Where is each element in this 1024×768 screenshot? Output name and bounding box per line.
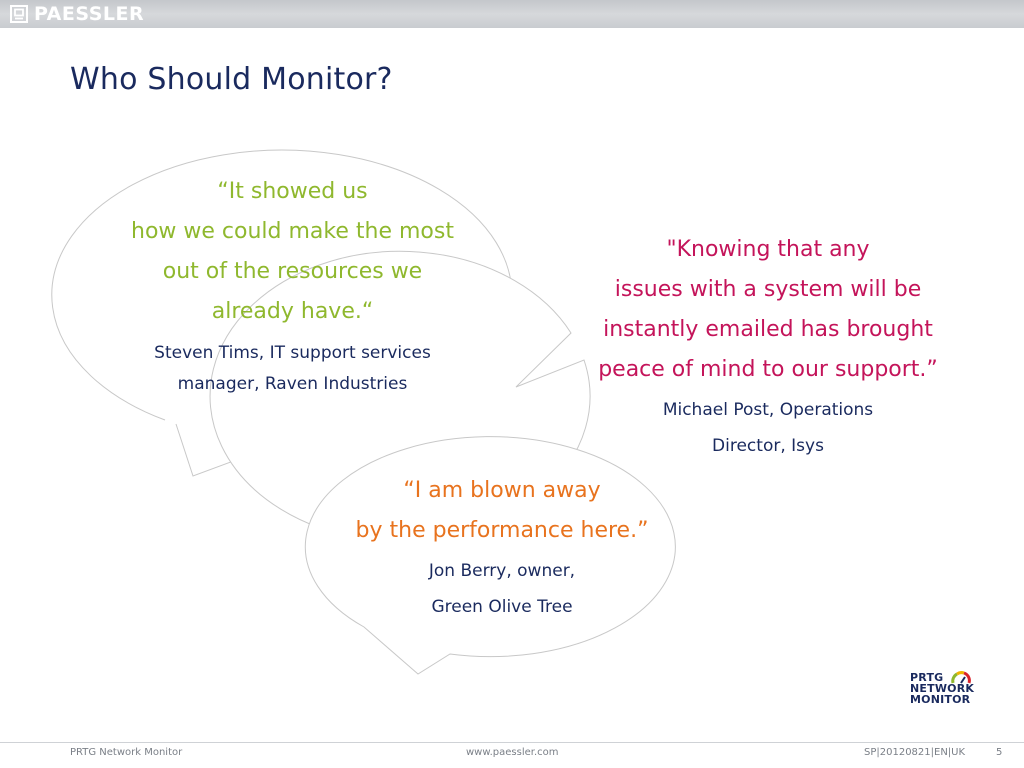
attribution: Steven Tims, IT support services manager… (90, 338, 495, 400)
attribution: Jon Berry, owner, Green Olive Tree (322, 553, 682, 625)
attribution-line: manager, Raven Industries (177, 374, 408, 394)
paessler-square-icon (10, 5, 28, 23)
logo-line: PRTG (910, 671, 944, 684)
paessler-brand: PAESSLER (10, 2, 144, 26)
logo-line: NETWORK (910, 682, 975, 695)
attribution-line: Jon Berry, owner, (428, 561, 576, 581)
quote-line: out of the resources we (162, 259, 423, 284)
page-number: 5 (996, 747, 1003, 758)
testimonial-3: “I am blown away by the performance here… (322, 471, 682, 625)
quote-line: “I am blown away (403, 478, 601, 503)
attribution-line: Green Olive Tree (431, 597, 573, 617)
footer-website-link[interactable]: www.paessler.com (466, 747, 559, 758)
brand-name: PAESSLER (34, 3, 145, 25)
prtg-network-monitor-logo: PRTG NETWORK MONITOR (910, 668, 980, 710)
testimonial-2: "Knowing that any issues with a system w… (568, 230, 968, 464)
speech-bubble-3 (304, 436, 676, 675)
prtg-logo-text: PRTG NETWORK MONITOR (910, 672, 974, 705)
testimonial-1: “It showed us how we could make the most… (90, 172, 495, 400)
page-title: Who Should Monitor? (70, 62, 393, 97)
footer-divider (0, 742, 1024, 743)
quote-line: issues with a system will be (614, 277, 922, 302)
attribution-line: Director, Isys (712, 436, 824, 456)
attribution: Michael Post, Operations Director, Isys (568, 392, 968, 464)
quote-line: how we could make the most (131, 219, 454, 244)
quote-line: peace of mind to our support.” (598, 357, 938, 382)
attribution-line: Michael Post, Operations (662, 400, 874, 420)
quote-line: by the performance here.” (355, 518, 649, 543)
quote-line: "Knowing that any (666, 237, 870, 262)
footer-document-code: SP|20120821|EN|UK (864, 747, 966, 758)
attribution-line: Steven Tims, IT support services (154, 343, 431, 363)
quote-line: instantly emailed has brought (603, 317, 933, 342)
quote-line: already have.“ (211, 299, 374, 324)
gauge-icon (951, 671, 971, 684)
logo-line: MONITOR (910, 693, 971, 706)
top-brand-bar: PAESSLER (0, 0, 1024, 28)
footer-product-name: PRTG Network Monitor (70, 747, 183, 758)
quote-line: “It showed us (217, 179, 368, 204)
